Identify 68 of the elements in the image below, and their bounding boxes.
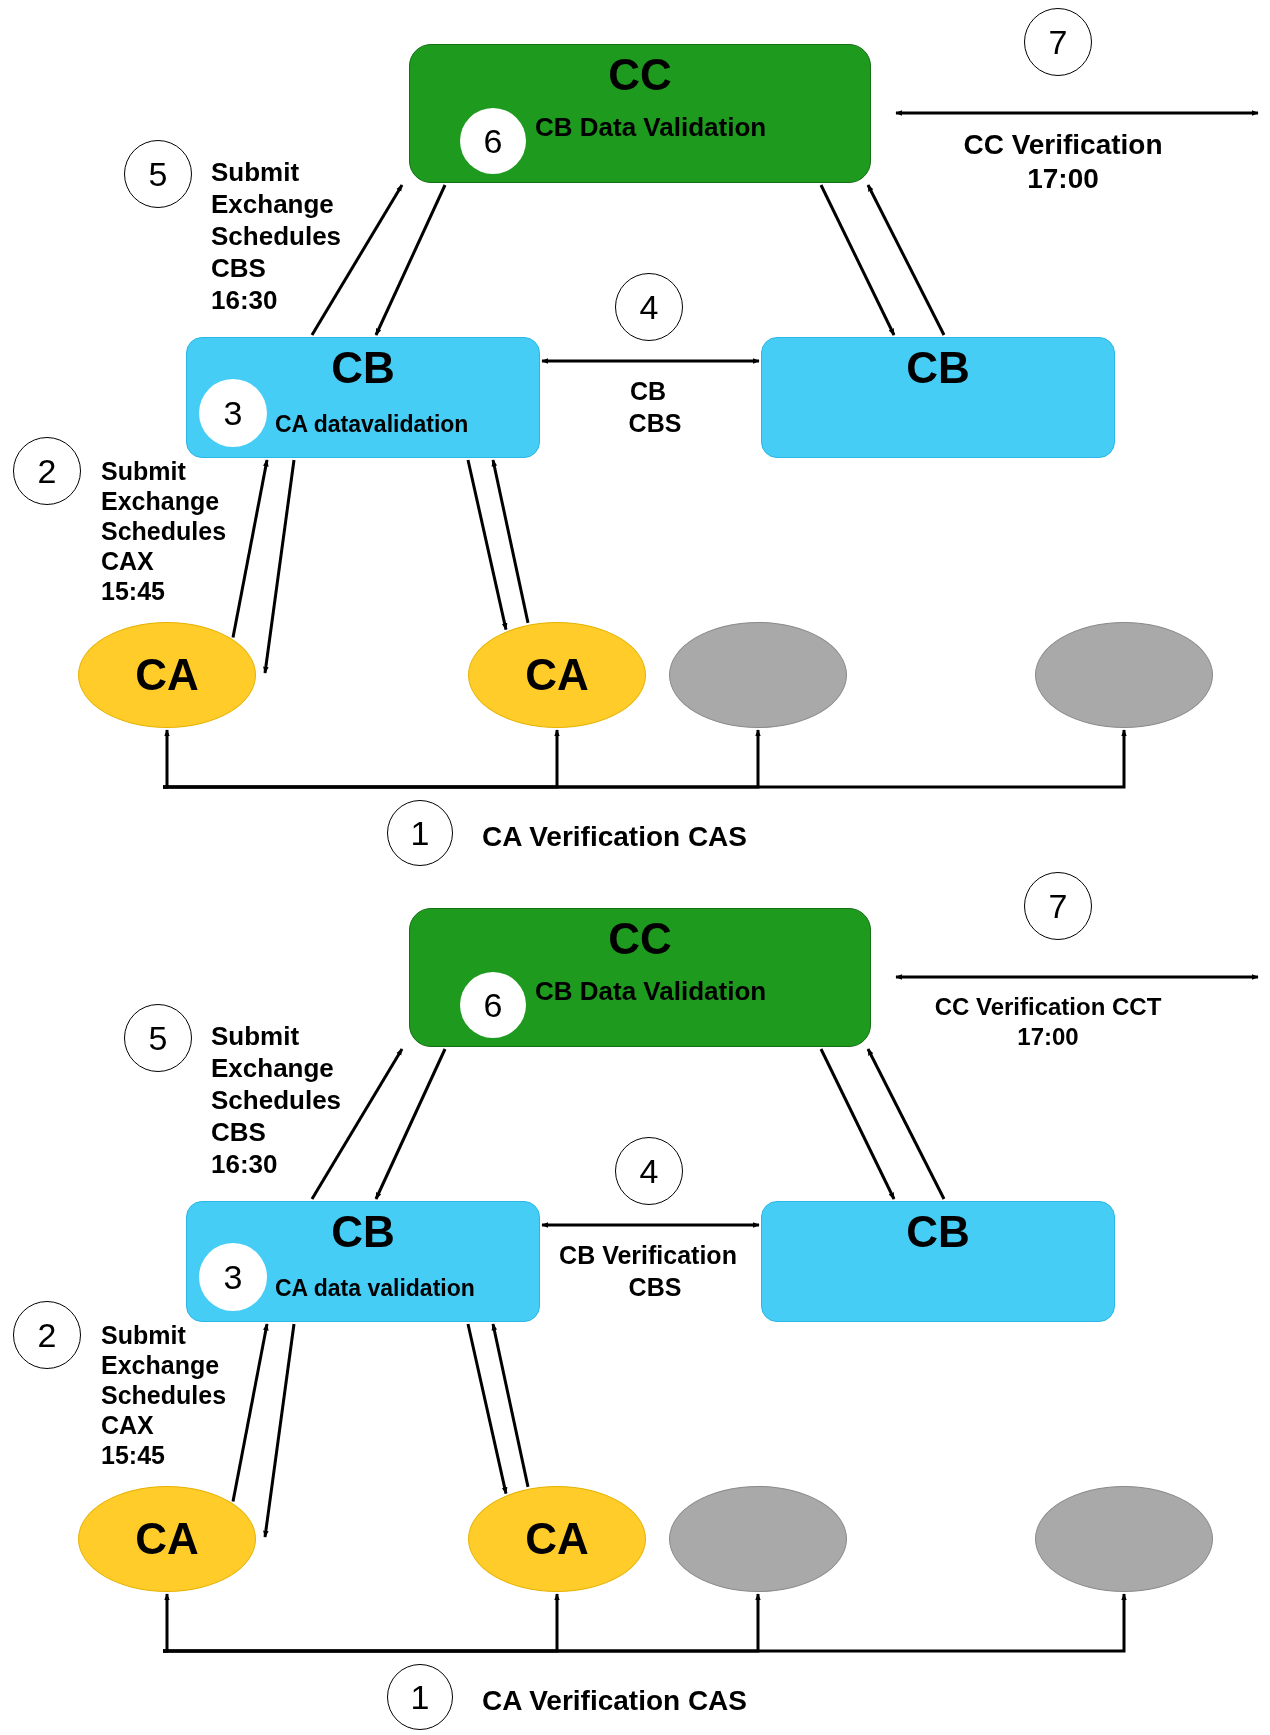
arrow — [491, 1323, 530, 1488]
step-number: 7 — [1048, 25, 1068, 59]
box-title: CC — [607, 49, 673, 101]
step-number: 1 — [410, 816, 430, 850]
verification-note: CB — [628, 376, 668, 406]
arrow — [541, 358, 760, 364]
arrow — [263, 459, 296, 674]
arrow — [263, 1323, 296, 1538]
verification-note: CC Verification CCT 17:00 — [933, 992, 1163, 1052]
process-box — [186, 337, 540, 458]
step-number: 3 — [223, 1260, 243, 1294]
entity-label: CA — [525, 653, 589, 697]
verification-note: CBS — [627, 408, 683, 438]
arrow — [374, 1048, 447, 1200]
verification-note: CBS — [627, 1272, 683, 1302]
process-box — [409, 908, 871, 1047]
verification-note: CC Verification 17:00 — [962, 128, 1164, 196]
box-title: CB — [905, 342, 971, 394]
arrow — [491, 459, 530, 624]
step-number: 6 — [483, 988, 503, 1022]
verification-note: CA Verification CAS — [482, 1684, 747, 1718]
step-note: Submit Exchange Schedules CBS 16:30 — [211, 1020, 342, 1180]
arrow — [541, 1222, 760, 1228]
arrow — [163, 729, 170, 789]
arrow — [374, 184, 447, 336]
process-box — [186, 1201, 540, 1322]
step-number: 6 — [483, 124, 503, 158]
arrow — [163, 1593, 1127, 1653]
step-number: 2 — [37, 454, 57, 488]
arrow — [231, 1323, 269, 1502]
box-title: CC — [607, 913, 673, 965]
process-box — [409, 44, 871, 183]
arrow — [231, 459, 269, 638]
arrow — [310, 1048, 404, 1200]
step-number: 5 — [148, 157, 168, 191]
step-note: Submit Exchange Schedules CBS 16:30 — [211, 156, 342, 316]
step-note: Submit Exchange Schedules CAX 15:45 — [101, 1320, 227, 1470]
process-box — [761, 1201, 1115, 1322]
arrow — [866, 184, 946, 336]
box-subtitle: CB Data Validation — [535, 975, 767, 1007]
entity-label: CA — [525, 1517, 589, 1561]
step-number: 2 — [37, 1318, 57, 1352]
arrow — [310, 184, 404, 336]
step-number: 4 — [639, 1154, 659, 1188]
arrow — [819, 1048, 896, 1200]
step-number: 7 — [1048, 889, 1068, 923]
arrow — [466, 1323, 508, 1495]
verification-note: CA Verification CAS — [482, 820, 747, 854]
arrow — [163, 729, 1127, 789]
step-number: 1 — [410, 1680, 430, 1714]
step-number: 5 — [148, 1021, 168, 1055]
step-note: Submit Exchange Schedules CAX 15:45 — [101, 456, 227, 606]
box-title: CB — [330, 342, 396, 394]
step-number: 3 — [223, 396, 243, 430]
arrow — [866, 1048, 946, 1200]
arrow — [163, 1593, 170, 1653]
entity-label: CA — [135, 1517, 199, 1561]
box-title: CB — [905, 1206, 971, 1258]
entity-label: CA — [135, 653, 199, 697]
box-title: CB — [330, 1206, 396, 1258]
box-subtitle: CA datavalidation — [275, 410, 469, 439]
box-subtitle: CA data validation — [275, 1274, 475, 1303]
arrow — [466, 459, 508, 631]
verification-note: CB Verification — [558, 1240, 738, 1270]
process-box — [761, 337, 1115, 458]
box-subtitle: CB Data Validation — [535, 111, 767, 143]
step-number: 4 — [639, 290, 659, 324]
arrow — [819, 184, 896, 336]
